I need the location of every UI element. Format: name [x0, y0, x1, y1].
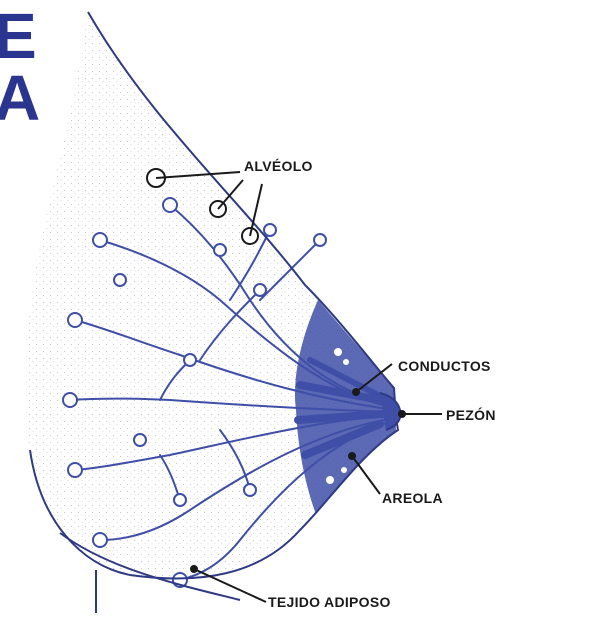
label-alveolo: ALVÉOLO: [244, 158, 313, 174]
heading-letter-2: A: [0, 66, 40, 130]
label-conductos: CONDUCTOS: [398, 358, 491, 374]
heading-letter-1: E: [0, 4, 37, 68]
label-tejido-adiposo: TEJIDO ADIPOSO: [268, 594, 391, 610]
label-areola: AREOLA: [382, 490, 443, 506]
label-pezon: PEZÓN: [446, 407, 496, 423]
adipose-tissue-fill: [26, 12, 398, 579]
